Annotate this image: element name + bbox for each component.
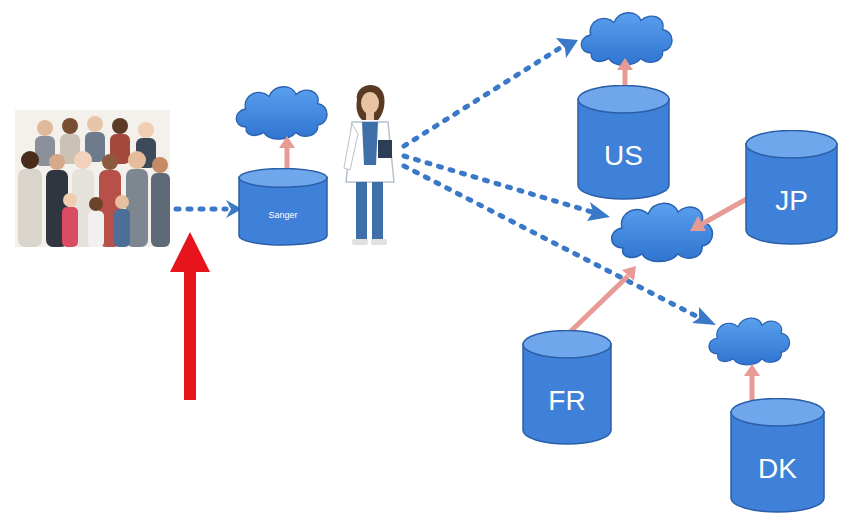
arrow-head [587, 202, 610, 221]
cloud [581, 13, 672, 65]
arrow-head [279, 136, 295, 148]
cloud [709, 318, 790, 365]
people-photo [15, 110, 170, 247]
arrow-head [556, 38, 578, 58]
database-cylinder: Sanger [238, 168, 328, 246]
doctor-figure [344, 85, 394, 245]
red-arrow [170, 232, 210, 400]
cylinder-label: FR [548, 386, 585, 417]
cloud [612, 203, 713, 261]
arrow-head [690, 216, 706, 231]
dotted-arrows [404, 48, 700, 318]
cylinder-label: Sanger [268, 211, 297, 221]
dotted-arrow [176, 207, 226, 212]
arrow-head [744, 364, 760, 376]
arrow-head [617, 58, 633, 70]
database-cylinder: JP [745, 130, 838, 245]
database-cylinder: FR [522, 330, 612, 445]
arrow-head [692, 307, 716, 325]
arrow-head [622, 266, 636, 281]
cylinder-shape [238, 168, 328, 246]
database-cylinder: US [577, 85, 670, 200]
cloud [236, 87, 327, 139]
cylinder-label: DK [758, 454, 797, 485]
database-cylinder: DK [730, 398, 825, 513]
cylinder-label: US [604, 141, 643, 172]
cylinder-label: JP [775, 186, 808, 217]
